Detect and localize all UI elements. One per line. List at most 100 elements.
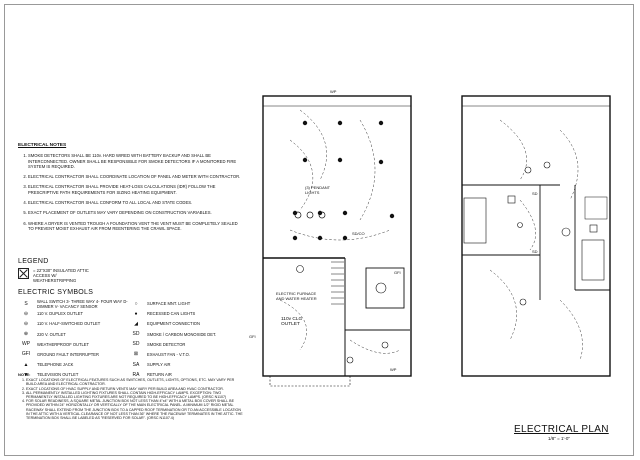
legend-heading: LEGEND	[18, 258, 49, 265]
recessed-can-light	[302, 120, 308, 126]
attic-access-icon	[18, 268, 29, 279]
recessed-can-light	[378, 159, 384, 165]
drawing-title: ELECTRICAL PLAN	[514, 424, 609, 435]
exhaust-fan-icon: ⊠	[133, 351, 139, 358]
recessed-can-light	[342, 235, 348, 241]
wp-label: WP	[390, 367, 397, 372]
symbol-notes: NOTE: EXACT LOCATIONS OF ELECTRICAL FEAT…	[18, 372, 244, 420]
exhaust-fan-symbol	[589, 224, 598, 233]
symbols-heading: ELECTRIC SYMBOLS	[18, 289, 94, 296]
porch-outline	[269, 376, 351, 387]
symbol-row: ● RECESSED CAN LIGHTS	[128, 310, 248, 317]
symbol-label: EXHAUST FAN - V.T.O.	[147, 351, 190, 357]
recessed-can-light	[342, 210, 348, 216]
recessed-can-light	[317, 235, 323, 241]
tub-outline	[463, 197, 487, 244]
recessed-can-light	[292, 210, 298, 216]
symbol-row: WP WEATHERPROOF OUTLET	[18, 341, 128, 348]
smoke-detector-icon: SD	[132, 341, 140, 348]
vanity-outline	[584, 196, 608, 220]
symbol-label: WEATHERPROOF OUTLET	[37, 341, 90, 347]
symbol-label: GROUND FAULT INTERRUPTER	[37, 351, 99, 357]
pendant-light	[294, 211, 302, 219]
upper-floor-plan	[461, 95, 611, 377]
note-item: ELECTRICAL CONTRACTOR SHALL CONFORM TO A…	[28, 200, 244, 205]
duplex-outlet-icon: ⊖	[23, 310, 29, 317]
upper-roof-band	[461, 95, 611, 107]
symbol-row: ⊖ 110 V. HALF-SWITCHED OUTLET	[18, 320, 128, 327]
pendant-light	[318, 211, 326, 219]
symbol-note: ALL PERMANENTLY INSTALLED LIGHTING FIXTU…	[26, 391, 244, 399]
garage-outlet-label: 110v CLG OUTLET	[281, 317, 303, 327]
symbol-row: ⊖ 110 V. DUPLEX OUTLET	[18, 310, 128, 317]
symbol-label: SURFACE MNT. LIGHT	[147, 301, 191, 306]
symbol-note: EXACT LOCATIONS OF HVAC SUPPLY AND RETUR…	[26, 387, 244, 391]
half-switched-outlet-icon: ⊖	[23, 320, 29, 327]
electrical-notes: ELECTRICAL NOTES SMOKE DETECTORS SHALL B…	[18, 143, 244, 236]
deck-band	[262, 95, 412, 107]
recessed-can-light	[337, 120, 343, 126]
smoke-co-detector-icon: SD	[132, 331, 140, 338]
electric-symbols: ELECTRIC SYMBOLS S WALL SWITCH 3- THREE W…	[18, 289, 248, 378]
weatherproof-outlet-icon: WP	[21, 341, 31, 348]
symbol-note: FOR SOLAR READINESS, A SQUARE METAL JUNC…	[26, 399, 244, 420]
symbol-row: ○SURFACE MNT. LIGHT	[128, 300, 248, 307]
pendant-lights	[294, 211, 326, 219]
symbol-label: 110 V. DUPLEX OUTLET	[37, 311, 83, 317]
symbol-row: ◢EQUIPMENT CONNECTION	[128, 320, 248, 327]
drawing-scale: 1/8" = 1'-0"	[548, 436, 570, 441]
gfi-outlet-icon: GFI	[21, 351, 31, 358]
ground-floor-outline	[262, 95, 412, 377]
note-item: EXACT PLACEMENT OF OUTLETS MAY VARY DEPE…	[28, 210, 244, 215]
equipment-connection-icon: ◢	[134, 320, 138, 327]
title-block: ELECTRICAL PLAN 1/8" = 1'-0"	[514, 424, 609, 441]
symbol-row: ▲TELEPHONE JACK	[18, 361, 128, 368]
symbol-notes-heading: NOTE:	[18, 372, 31, 377]
ground-floor-wiring	[279, 109, 401, 354]
sdco-label: SD/CO	[352, 231, 365, 236]
symbol-row: ⊠ EXHAUST FAN - V.T.O.	[128, 351, 248, 358]
recessed-can-lights	[292, 120, 395, 241]
note-item: SMOKE DETECTORS SHALL BE 110v. HARD WIRE…	[28, 153, 244, 169]
symbol-row: ⊕220 V. OUTLET	[18, 331, 128, 338]
surface-light-symbol	[381, 341, 389, 349]
electrical-notes-heading: ELECTRICAL NOTES	[18, 143, 67, 148]
return-air-icon: RA	[132, 371, 140, 378]
sd-upper-label: SD	[532, 191, 538, 196]
symbol-note: EXACT LOCATIONS OF ELECTRICAL FEATURES S…	[26, 378, 244, 386]
note-item: ELECTRICAL CONTRACTOR SHALL PROVIDE HEAT…	[28, 184, 244, 195]
symbol-label: WALL SWITCH 3- THREE WAY 4- FOUR WAY D- …	[37, 298, 128, 309]
sheet-border	[4, 4, 634, 456]
recessed-can-light	[292, 235, 298, 241]
symbol-row: SD SMOKE / CARBON MONOXIDE DET.	[128, 331, 248, 338]
smoke-detector-symbol	[375, 282, 387, 294]
television-outlet-icon: ▼	[23, 371, 29, 378]
symbol-row: S WALL SWITCH 3- THREE WAY 4- FOUR WAY D-…	[18, 298, 128, 309]
recessed-can-light	[378, 120, 384, 126]
symbol-row: ▼TELEVISION OUTLET	[18, 371, 128, 378]
legend-row: = 22"X30" INSULATED ATTIC ACCESS W/ WEAT…	[18, 268, 138, 283]
symbol-label: SMOKE DETECTOR	[147, 341, 186, 347]
switch-icon: S	[24, 300, 28, 307]
recessed-can-light	[389, 213, 395, 219]
upper-floor-devices	[507, 161, 598, 306]
equipment-symbol	[296, 265, 304, 273]
note-item: WHERE A DRYER IS VENTED TROUGH A FOUNDAT…	[28, 221, 244, 232]
supply-air-icon: SA	[132, 361, 140, 368]
symbol-label: RECESSED CAN LIGHTS	[147, 311, 196, 317]
pendant-label: (3) PENDANT LIGHTS	[305, 185, 331, 195]
upper-floor-outline	[461, 95, 611, 377]
220v-outlet-icon: ⊕	[23, 331, 29, 338]
surface-light-symbol	[524, 166, 532, 174]
furnace-room	[365, 267, 405, 309]
recessed-can-light	[337, 157, 343, 163]
ground-floor-plan	[262, 95, 412, 387]
recessed-can-light	[302, 157, 308, 163]
symbol-label: SMOKE / CARBON MONOXIDE DET.	[147, 331, 217, 337]
electrical-notes-list: SMOKE DETECTORS SHALL BE 110v. HARD WIRE…	[18, 153, 244, 231]
symbol-label: 110 V. HALF-SWITCHED OUTLET	[37, 321, 101, 327]
recessed-can-icon: ●	[134, 310, 138, 317]
